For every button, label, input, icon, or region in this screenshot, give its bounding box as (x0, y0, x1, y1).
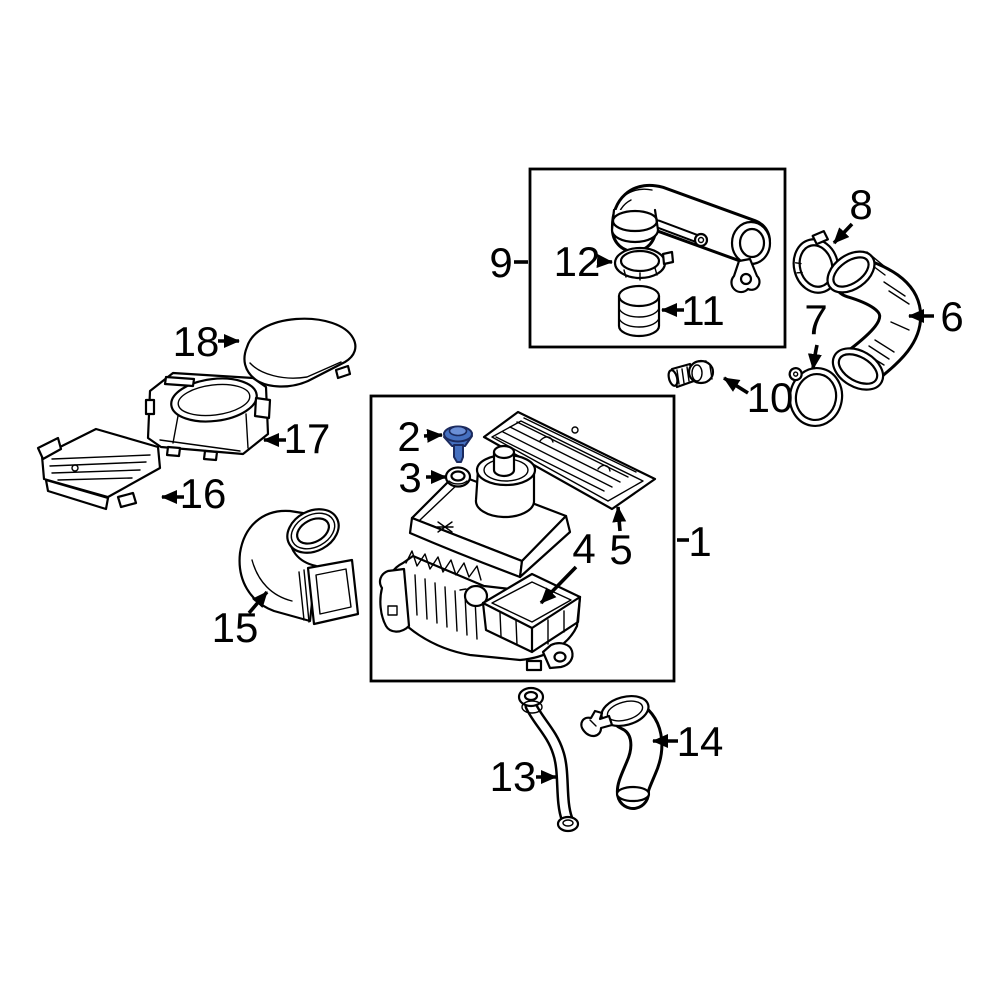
callout-12-label[interactable]: 12 (554, 238, 601, 285)
callout-5-label[interactable]: 5 (609, 526, 632, 573)
part-14-air-duct[interactable] (580, 691, 664, 810)
callout-6-label[interactable]: 6 (940, 293, 963, 340)
callout-3-label[interactable]: 3 (398, 454, 421, 501)
callout-2-label[interactable]: 2 (397, 413, 420, 460)
part-13-vent-hose[interactable] (517, 686, 580, 833)
callout-1-label[interactable]: 1 (688, 518, 711, 565)
part-18-duct-cover[interactable] (243, 317, 357, 388)
callout-7-label[interactable]: 7 (804, 296, 827, 343)
callout-17-label[interactable]: 17 (284, 415, 331, 462)
callout-16-label[interactable]: 16 (180, 470, 227, 517)
callout-13-label[interactable]: 13 (490, 753, 537, 800)
part-1-air-cleaner-assembly-group[interactable] (369, 394, 676, 683)
part-2-sensor-highlighted[interactable] (443, 425, 473, 463)
part-10-screw[interactable] (667, 359, 715, 389)
part-5-air-cleaner-cover[interactable] (482, 410, 657, 511)
callout-15-label[interactable]: 15 (212, 604, 259, 651)
callout-10-label[interactable]: 10 (747, 374, 794, 421)
part-12-clamp[interactable] (613, 246, 675, 281)
callout-9-label[interactable]: 9 (489, 239, 512, 286)
duct-9-spout (610, 208, 660, 244)
part-6-air-intake-hose[interactable] (820, 243, 923, 398)
part-16-air-inlet-duct[interactable] (36, 427, 162, 511)
part-11-connector-sleeve[interactable] (617, 284, 661, 338)
part-9-intake-duct-group[interactable] (528, 167, 787, 349)
hose-clip (580, 709, 614, 738)
callout-labels: 1 2 3 4 5 6 7 8 9 10 11 12 13 14 15 16 1… (173, 181, 964, 800)
callout-leaders (161, 222, 934, 784)
part-7-hose-clamp[interactable] (781, 363, 846, 430)
part-17-duct-housing[interactable] (144, 371, 272, 462)
intake-duct-box-outline (528, 167, 787, 349)
callout-4-label[interactable]: 4 (572, 525, 595, 572)
callout-18-label[interactable]: 18 (173, 318, 220, 365)
assembly-box-outline (369, 394, 676, 683)
callout-14-label[interactable]: 14 (677, 718, 724, 765)
callout-8-label[interactable]: 8 (849, 181, 872, 228)
part-3-grommet[interactable] (444, 466, 472, 488)
callout-11-label[interactable]: 11 (681, 287, 725, 334)
